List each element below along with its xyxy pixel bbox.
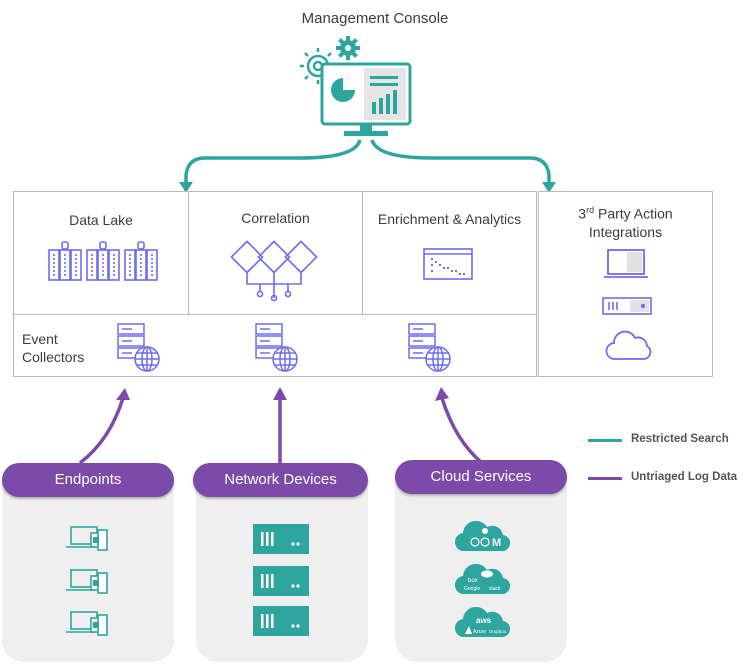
enrichment-title: Enrichment & Analytics bbox=[377, 211, 522, 227]
cloud-logo-dropbox: Dropbox bbox=[489, 629, 507, 634]
console-title: Management Console bbox=[301, 10, 449, 27]
endpoint-devices-icon bbox=[65, 568, 109, 596]
third-party-title: 3rd Party Action Integrations bbox=[538, 201, 713, 241]
endpoints-pill: Endpoints bbox=[2, 463, 174, 497]
network-device-icon bbox=[253, 524, 309, 554]
third-party-superscript: rd bbox=[586, 205, 595, 215]
network-devices-pill: Network Devices bbox=[193, 463, 368, 497]
legend-restricted-swatch bbox=[588, 439, 622, 442]
collector-server-globe-icon bbox=[117, 323, 161, 373]
network-device-icon bbox=[253, 566, 309, 596]
third-party-suffix: Party Action bbox=[594, 205, 673, 222]
event-collectors-line2: Collectors bbox=[22, 349, 85, 365]
cloud-logo-m: M bbox=[492, 537, 501, 549]
legend-untriaged-swatch bbox=[588, 477, 622, 480]
correlation-title: Correlation bbox=[241, 210, 310, 226]
cloud-icon bbox=[605, 330, 653, 362]
cloud-logo-box: box bbox=[468, 578, 478, 584]
data-lake-icon bbox=[47, 240, 159, 282]
network-device-icon bbox=[253, 606, 309, 636]
collector-server-globe-icon bbox=[408, 323, 452, 373]
cloud-services-icon-1: M bbox=[455, 518, 513, 554]
legend-restricted-label: Restricted Search bbox=[631, 433, 729, 445]
third-party-line2: Integrations bbox=[588, 223, 663, 240]
third-party-box bbox=[538, 191, 713, 377]
laptop-icon bbox=[603, 248, 649, 280]
management-console-icon bbox=[296, 36, 426, 141]
cloud-services-icon-2: box Google slack bbox=[455, 561, 513, 597]
enrichment-box bbox=[362, 191, 537, 315]
data-lake-box bbox=[13, 191, 189, 315]
endpoint-devices-icon bbox=[65, 525, 109, 553]
event-collectors-line1: Event bbox=[22, 331, 58, 347]
gear-small-icon bbox=[336, 36, 360, 60]
legend-untriaged-label: Untriaged Log Data bbox=[631, 471, 738, 483]
analytics-window-icon bbox=[423, 248, 473, 280]
cloud-logo-slack: slack bbox=[489, 586, 501, 592]
cloud-logo-google: Google bbox=[464, 586, 480, 592]
event-collectors-title: Event Collectors bbox=[22, 330, 102, 366]
correlation-icon bbox=[230, 238, 318, 302]
cloud-services-icon-3: aws Azure Dropbox bbox=[455, 604, 513, 640]
data-lake-title: Data Lake bbox=[69, 212, 133, 228]
third-party-prefix: 3 bbox=[578, 205, 587, 222]
endpoint-devices-icon bbox=[65, 610, 109, 638]
cloud-services-pill: Cloud Services bbox=[395, 460, 567, 494]
cloud-logo-azure: Azure bbox=[473, 629, 486, 635]
collector-server-globe-icon bbox=[255, 323, 299, 373]
appliance-icon bbox=[602, 297, 652, 315]
cloud-logo-aws: aws bbox=[476, 616, 492, 625]
